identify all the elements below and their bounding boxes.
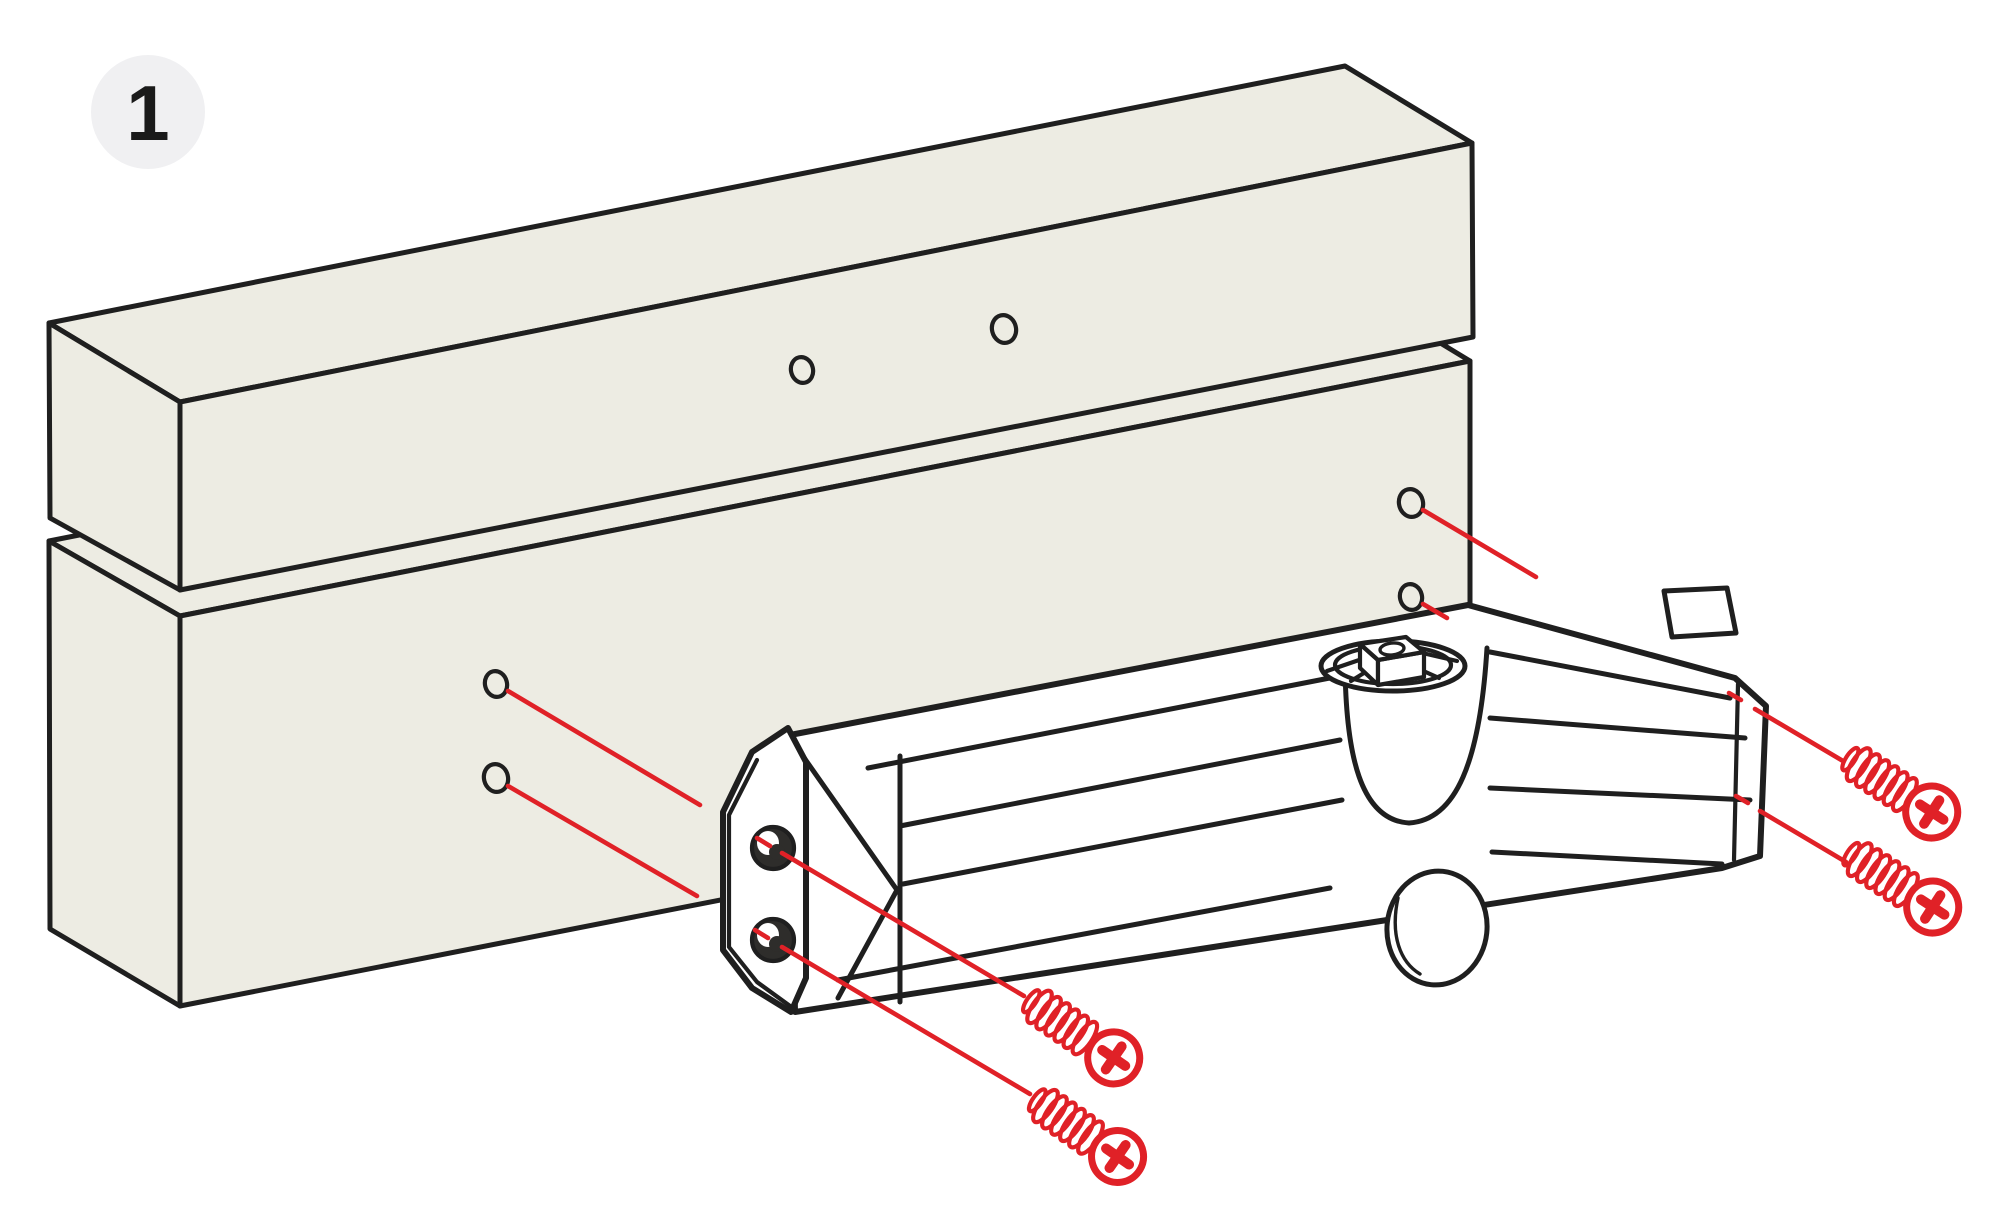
phillips-screw-icon [1840, 745, 1962, 842]
pilot-hole [1396, 487, 1426, 519]
plate-screw-hole [749, 916, 797, 964]
pilot-hole [989, 313, 1019, 345]
pilot-hole [481, 762, 511, 794]
step-badge-circle [91, 55, 205, 169]
screws [1020, 745, 1963, 1187]
bracket-facet-ridges [790, 649, 1753, 1005]
leader-line [505, 783, 1033, 1097]
phillips-cross-icon [1097, 1041, 1131, 1075]
step-badge: 1 [91, 55, 205, 169]
bracket-arm-body [787, 602, 1769, 1015]
end-plate-bevel [726, 757, 793, 1009]
step-number: 1 [126, 69, 169, 157]
bracket-end-plate [720, 725, 809, 1015]
leader-line [505, 688, 1027, 999]
lower-boss [1384, 868, 1490, 988]
plate-screw-hole [749, 824, 797, 872]
leader-line [1420, 601, 1849, 865]
mounting-bracket [720, 585, 1769, 1015]
pilot-hole [482, 669, 510, 699]
upper-board [46, 63, 1476, 593]
pilot-hole [788, 355, 816, 385]
pilot-hole [1397, 582, 1425, 612]
bracket-rear-flange [1661, 585, 1739, 640]
phillips-screw-icon [1026, 1087, 1148, 1187]
phillips-screw-icon [1020, 988, 1144, 1088]
leader-line [1420, 507, 1846, 764]
lower-board-end-face [46, 538, 183, 1009]
pivot-hub [1318, 634, 1468, 694]
hub-nut [1357, 634, 1427, 688]
hub-nut-bore [1378, 641, 1406, 657]
leader-lines [505, 507, 1849, 1097]
phillips-cross-icon [1101, 1140, 1135, 1173]
phillips-cross-icon [1914, 795, 1949, 829]
phillips-cross-icon [1915, 890, 1950, 924]
phillips-screw-icon [1841, 840, 1963, 937]
upper-board-end-face [46, 320, 183, 593]
